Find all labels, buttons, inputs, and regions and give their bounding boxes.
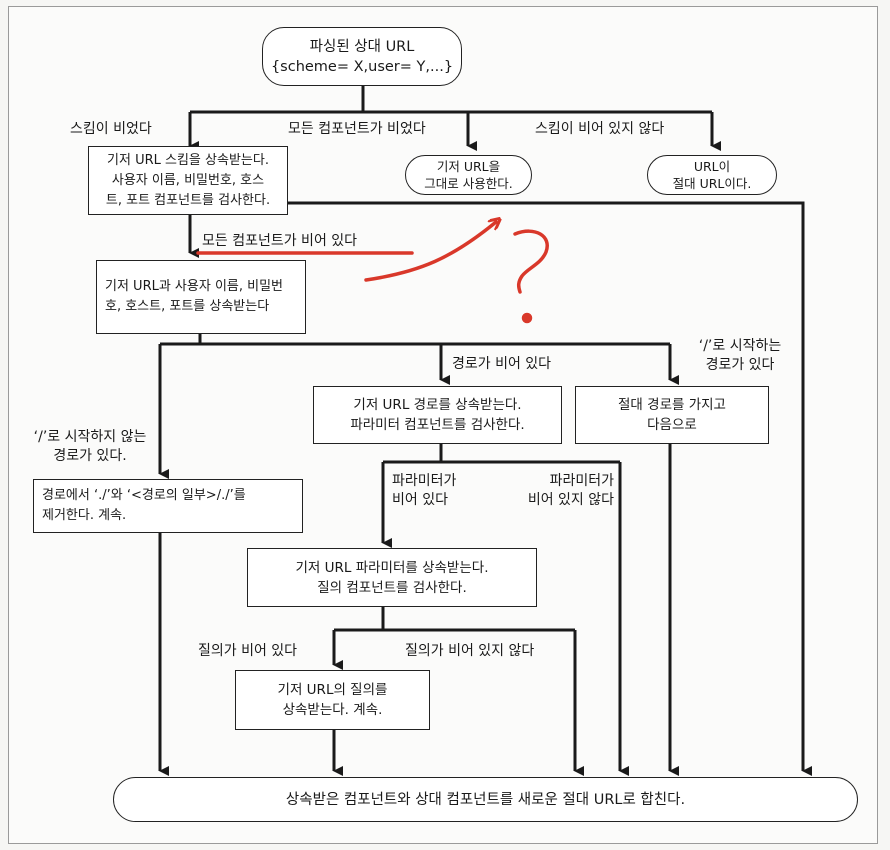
label-path-slash: ‘/’로 시작하는 경로가 있다 — [698, 338, 782, 373]
connector-right-long — [288, 201, 812, 776]
node-merge: 상속받은 컴포넌트와 상대 컴포넌트를 새로운 절대 URL로 합친다. — [113, 777, 858, 822]
label-query-empty: 질의가 비어 있다 — [198, 643, 298, 659]
red-question-mark — [513, 229, 549, 294]
label-params-empty: 파라미터가 비어 있다 — [392, 473, 457, 508]
node-inherit-path: 기저 URL 경로를 상속받는다. 파라미터 컴포넌트를 검사한다. — [313, 386, 562, 444]
node-use-base: 기저 URL을 그대로 사용한다. — [405, 155, 532, 195]
red-question-dot — [521, 312, 533, 324]
label-components-empty: 모든 컴포넌트가 비어 있다 — [202, 233, 358, 249]
label-scheme-not-empty: 스킴이 비어 있지 않다 — [535, 121, 665, 137]
label-all-empty: 모든 컴포넌트가 비었다 — [288, 121, 426, 137]
node-absolute-path: 절대 경로를 가지고 다음으로 — [575, 386, 769, 444]
node-absolute-url: URL이 절대 URL이다. — [647, 155, 777, 195]
node-start: 파싱된 상대 URL {scheme= X,user= Y,...} — [262, 27, 462, 86]
node-remove-dots: 경로에서 ‘./’와 ‘<경로의 일부>/./’를 제거한다. 계속. — [33, 479, 303, 533]
node-inherit-params: 기저 URL 파라미터를 상속받는다. 질의 컴포넌트를 검사한다. — [247, 548, 537, 607]
node-inherit-host: 기저 URL과 사용자 이름, 비밀번 호, 호스트, 포트를 상속받는다 — [96, 260, 306, 334]
label-scheme-empty: 스킴이 비었다 — [70, 121, 152, 137]
node-inherit-query: 기저 URL의 질의를 상속받는다. 계속. — [235, 670, 430, 730]
red-curved-arrow — [364, 222, 496, 282]
red-annotation — [196, 222, 549, 324]
node-inherit-scheme: 기저 URL 스킴을 상속받는다. 사용자 이름, 비밀번호, 호스 트, 포트… — [88, 146, 288, 215]
label-query-not-empty: 질의가 비어 있지 않다 — [405, 643, 535, 659]
label-path-empty: 경로가 비어 있다 — [452, 356, 552, 372]
label-path-no-slash: ‘/’로 시작하지 않는 경로가 있다. — [33, 429, 147, 464]
label-params-not-empty: 파라미터가 비어 있지 않다 — [527, 473, 614, 508]
